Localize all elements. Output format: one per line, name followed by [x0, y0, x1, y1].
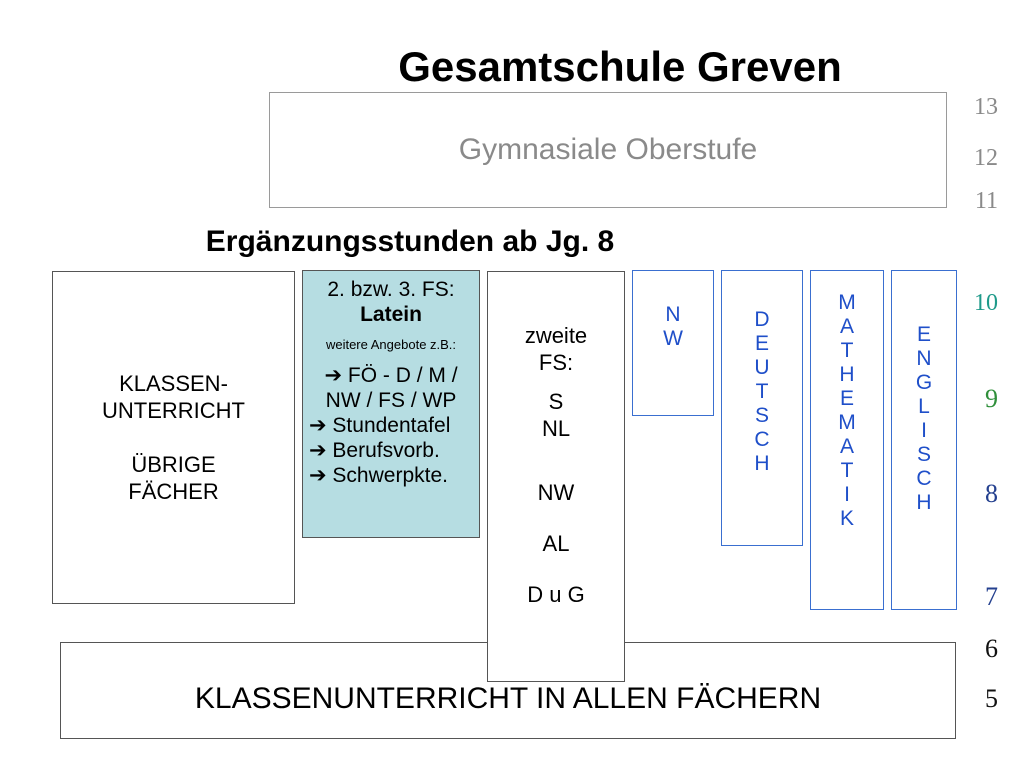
- klassen-line-4: FÄCHER: [128, 479, 219, 504]
- grade-5: 5: [985, 684, 998, 713]
- grade-12: 12: [974, 145, 998, 171]
- letter: A: [839, 315, 854, 338]
- grade-13: 13: [974, 94, 998, 120]
- letter: N: [916, 347, 932, 370]
- klassen-line-2: UNTERRICHT: [102, 398, 245, 423]
- zweite-nl: NL: [541, 416, 571, 441]
- latein-small: weitere Angebote z.B.:: [325, 337, 457, 352]
- letter: S: [754, 404, 769, 427]
- oberstufe-box: Gymnasiale Oberstufe: [269, 92, 947, 208]
- klassen-box: KLASSEN- UNTERRICHT ÜBRIGE FÄCHER: [52, 271, 295, 604]
- latein-box: 2. bzw. 3. FS: Latein weitere Angebote z…: [302, 270, 480, 538]
- latein-line-1: 2. bzw. 3. FS:: [327, 278, 455, 301]
- letter: U: [754, 356, 770, 379]
- allen-label: KLASSENUNTERRICHT IN ALLEN FÄCHERN: [194, 681, 822, 715]
- letter: L: [918, 395, 930, 418]
- zweite-dug: D u G: [527, 582, 585, 607]
- letter: C: [916, 467, 932, 490]
- letter: H: [754, 452, 770, 475]
- letter: T: [755, 380, 769, 403]
- latein-item-3: ➔ Berufsvorb.: [309, 439, 440, 462]
- nw-box: N W: [632, 270, 714, 416]
- grade-10: 10: [974, 290, 998, 316]
- mathematik-box: M A T H E M A T I K: [810, 270, 884, 610]
- letter: H: [916, 491, 932, 514]
- letter: G: [915, 371, 933, 394]
- letter: A: [839, 435, 854, 458]
- zweite-nw: NW: [537, 480, 575, 505]
- letter: T: [840, 459, 854, 482]
- letter: E: [916, 323, 931, 346]
- englisch-box: E N G L I S C H: [891, 270, 957, 610]
- latein-item-4: ➔ Schwerpkte.: [309, 464, 448, 487]
- letter: D: [754, 308, 770, 331]
- grade-6: 6: [985, 634, 998, 663]
- letter: H: [839, 363, 855, 386]
- zweite-fs-box: zweite FS: S NL NW AL D u G: [487, 271, 625, 682]
- letter: T: [840, 339, 854, 362]
- latein-item-1b: NW / FS / WP: [325, 389, 457, 412]
- zweite-s: S: [548, 389, 564, 414]
- letter: C: [754, 428, 770, 451]
- latein-item-2: ➔ Stundentafel: [309, 414, 451, 437]
- grade-8: 8: [985, 479, 998, 508]
- latein-item-1a: ➔ FÖ - D / M /: [324, 364, 458, 387]
- grade-7: 7: [985, 582, 998, 611]
- letter: I: [844, 483, 850, 506]
- oberstufe-label: Gymnasiale Oberstufe: [458, 133, 758, 166]
- klassen-line-1: KLASSEN-: [119, 371, 228, 396]
- letter: N: [665, 303, 681, 326]
- grade-9: 9: [985, 384, 998, 413]
- latein-line-2: Latein: [360, 303, 422, 326]
- letter: S: [916, 443, 931, 466]
- subtitle: Ergänzungsstunden ab Jg. 8: [205, 225, 615, 258]
- letter: K: [839, 507, 854, 530]
- zweite-line-2: FS:: [538, 350, 574, 375]
- letter: M: [838, 291, 856, 314]
- zweite-line-1: zweite: [524, 323, 588, 348]
- klassen-line-3: ÜBRIGE: [131, 452, 216, 477]
- letter: M: [838, 411, 856, 434]
- grade-11: 11: [974, 188, 998, 214]
- letter: E: [839, 387, 854, 410]
- zweite-al: AL: [542, 531, 570, 556]
- page-title: Gesamtschule Greven: [398, 43, 842, 90]
- nw-letters: N W: [633, 303, 713, 351]
- letter: W: [663, 327, 683, 350]
- deutsch-box: D E U T S C H: [721, 270, 803, 546]
- letter: I: [921, 419, 927, 442]
- letter: E: [754, 332, 769, 355]
